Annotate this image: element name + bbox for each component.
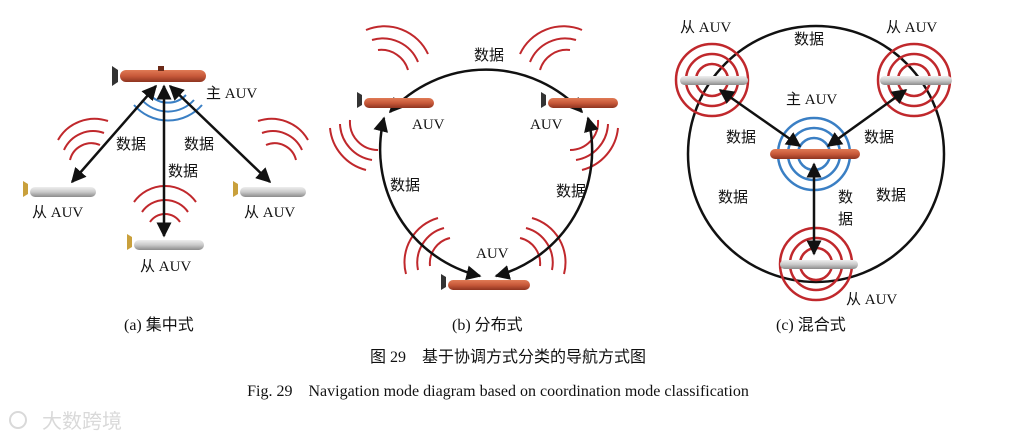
data-label-b-left: 数据 [390,177,420,194]
figure-caption-zh: 图 29 基于协调方式分类的导航方式图 [370,348,646,366]
caption-a: (a) 集中式 [124,316,194,334]
panel-a: 主 AUV 从 AUV 从 AUV 从 AUV 数据 数据 数据 (a) 集中式 [23,66,309,334]
master-label-c: 主 AUV [786,91,837,108]
slave-auv-a-right [233,181,306,197]
slave-label-a-right: 从 AUV [244,205,295,221]
data-label-b-right: 数据 [556,183,586,200]
data-arrows-a [71,84,272,238]
watermark-text: 大数跨境 [42,409,122,433]
data-label-c-center-2: 据 [838,211,853,228]
data-label-c-center-1: 数 [838,189,853,206]
panel-c: 从 AUV 从 AUV 数据 主 AUV 数据 数据 数据 数据 数 据 从 A… [674,20,952,334]
slave-label-a-bottom: 从 AUV [140,259,191,275]
figure-caption-en: Fig. 29 Navigation mode diagram based on… [247,383,749,400]
outer-ring-c [686,24,946,284]
slave-auv-a-bottom [127,234,204,250]
data-arrow-b-top [388,68,584,114]
slave-label-c-tr: 从 AUV [886,20,937,36]
data-label-a-center: 数据 [168,163,198,180]
auv-b-left [357,92,434,108]
data-label-b-top: 数据 [474,47,504,64]
data-label-c-inner-right: 数据 [864,129,894,146]
data-label-c-top: 数据 [794,31,824,48]
panel-b: 数据 AUV AUV AUV 数据 数据 (b) 分布式 [329,25,619,334]
data-label-a-right: 数据 [184,136,214,153]
slave-auv-c-tl [680,76,748,85]
caption-b: (b) 分布式 [452,316,523,334]
slave-auv-a-left [23,181,96,197]
slave-label-a-left: 从 AUV [32,205,83,221]
master-auv-c [770,149,860,159]
auv-label-b-bottom: AUV [476,246,509,262]
data-arrows-c [718,88,908,256]
slave-label-c-tl: 从 AUV [680,20,731,36]
data-label-c-outer-left: 数据 [718,189,748,206]
slave-auv-c-bottom [780,260,858,269]
data-label-c-inner-left: 数据 [726,129,756,146]
auv-b-bottom [441,274,530,290]
data-arrow-b-left [373,116,482,281]
slave-label-c-bottom: 从 AUV [846,292,897,308]
slave-auv-c-tr [880,76,952,85]
data-label-c-outer-right: 数据 [876,187,906,204]
auv-b-right [541,92,618,108]
data-label-a-left: 数据 [116,136,146,153]
master-auv-a [112,66,206,86]
master-label-a: 主 AUV [206,85,257,102]
watermark: 大数跨境 [9,409,122,433]
auv-label-b-left: AUV [412,117,445,133]
data-arrow-b-right [494,116,599,280]
auv-label-b-right: AUV [530,117,563,133]
caption-c: (c) 混合式 [776,316,846,334]
